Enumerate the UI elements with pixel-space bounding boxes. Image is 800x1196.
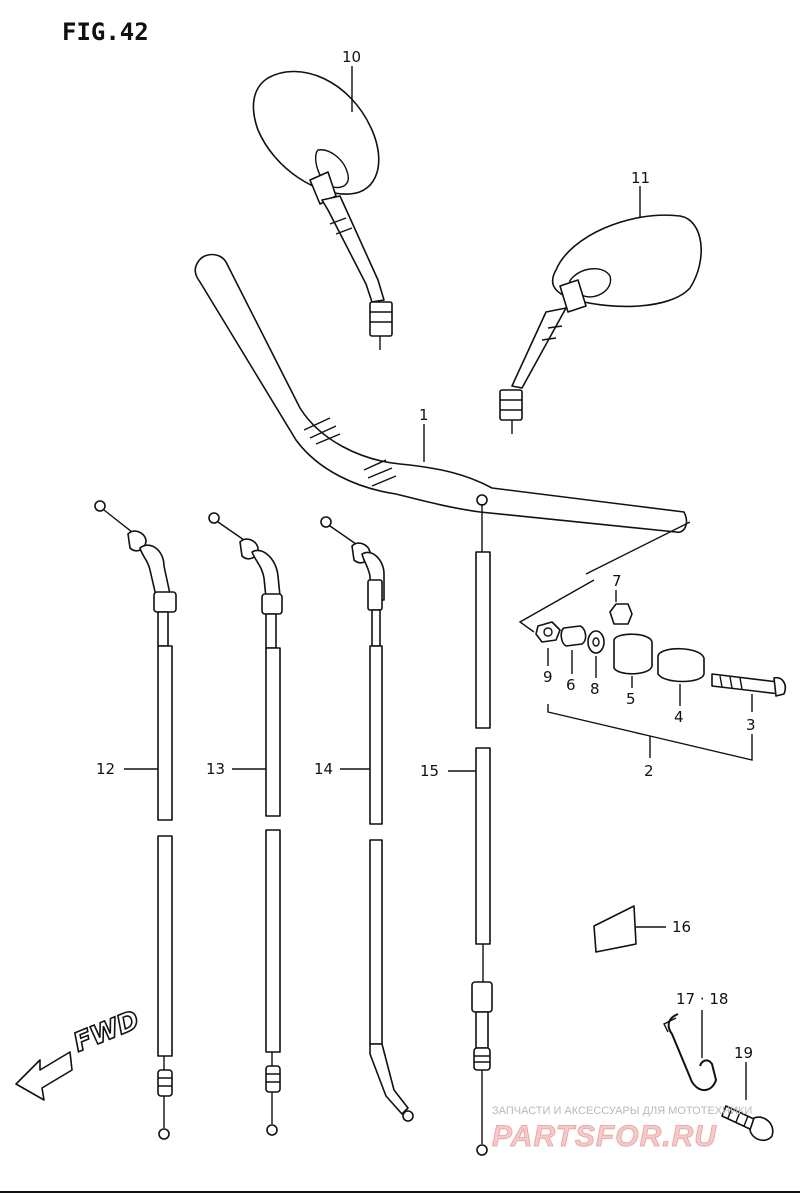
callout-9: 9 bbox=[543, 668, 553, 686]
callout-1: 1 bbox=[419, 406, 429, 424]
figure-title: FIG.42 bbox=[62, 18, 149, 46]
handlebar bbox=[194, 253, 688, 534]
callout-7: 7 bbox=[612, 572, 622, 590]
callout-12: 12 bbox=[96, 760, 115, 778]
bar-end-parts bbox=[535, 603, 787, 697]
fwd-label: FWD bbox=[69, 1005, 143, 1058]
callout-3: 3 bbox=[746, 716, 756, 734]
callout-13: 13 bbox=[206, 760, 225, 778]
callout-17-18: 17 · 18 bbox=[676, 990, 728, 1008]
callout-6: 6 bbox=[566, 676, 576, 694]
watermark-caption: ЗАПЧАСТИ И АКСЕССУАРЫ ДЛЯ МОТОТЕХНИКИ bbox=[492, 1105, 752, 1117]
callout-10: 10 bbox=[342, 48, 361, 66]
callout-4: 4 bbox=[674, 708, 684, 726]
cable-clamp bbox=[667, 1013, 718, 1091]
callout-11: 11 bbox=[631, 169, 650, 187]
callout-19: 19 bbox=[734, 1044, 753, 1062]
mirror-right bbox=[499, 214, 702, 434]
callout-8: 8 bbox=[590, 680, 600, 698]
label-sticker bbox=[593, 905, 637, 953]
cable-14 bbox=[320, 516, 414, 1122]
forward-direction-marker: FWD bbox=[15, 1004, 144, 1101]
mirror-left bbox=[252, 70, 393, 350]
cable-15 bbox=[471, 494, 493, 1156]
callout-5: 5 bbox=[626, 690, 636, 708]
callout-14: 14 bbox=[314, 760, 333, 778]
bolt bbox=[721, 1105, 774, 1142]
assembly-guide bbox=[518, 521, 691, 633]
callout-16: 16 bbox=[672, 918, 691, 936]
cable-13 bbox=[208, 512, 283, 1136]
cable-12 bbox=[94, 500, 177, 1140]
callout-15: 15 bbox=[420, 762, 439, 780]
callout-2: 2 bbox=[644, 762, 654, 780]
watermark-logo: PARTSFOR.RU bbox=[492, 1120, 717, 1153]
